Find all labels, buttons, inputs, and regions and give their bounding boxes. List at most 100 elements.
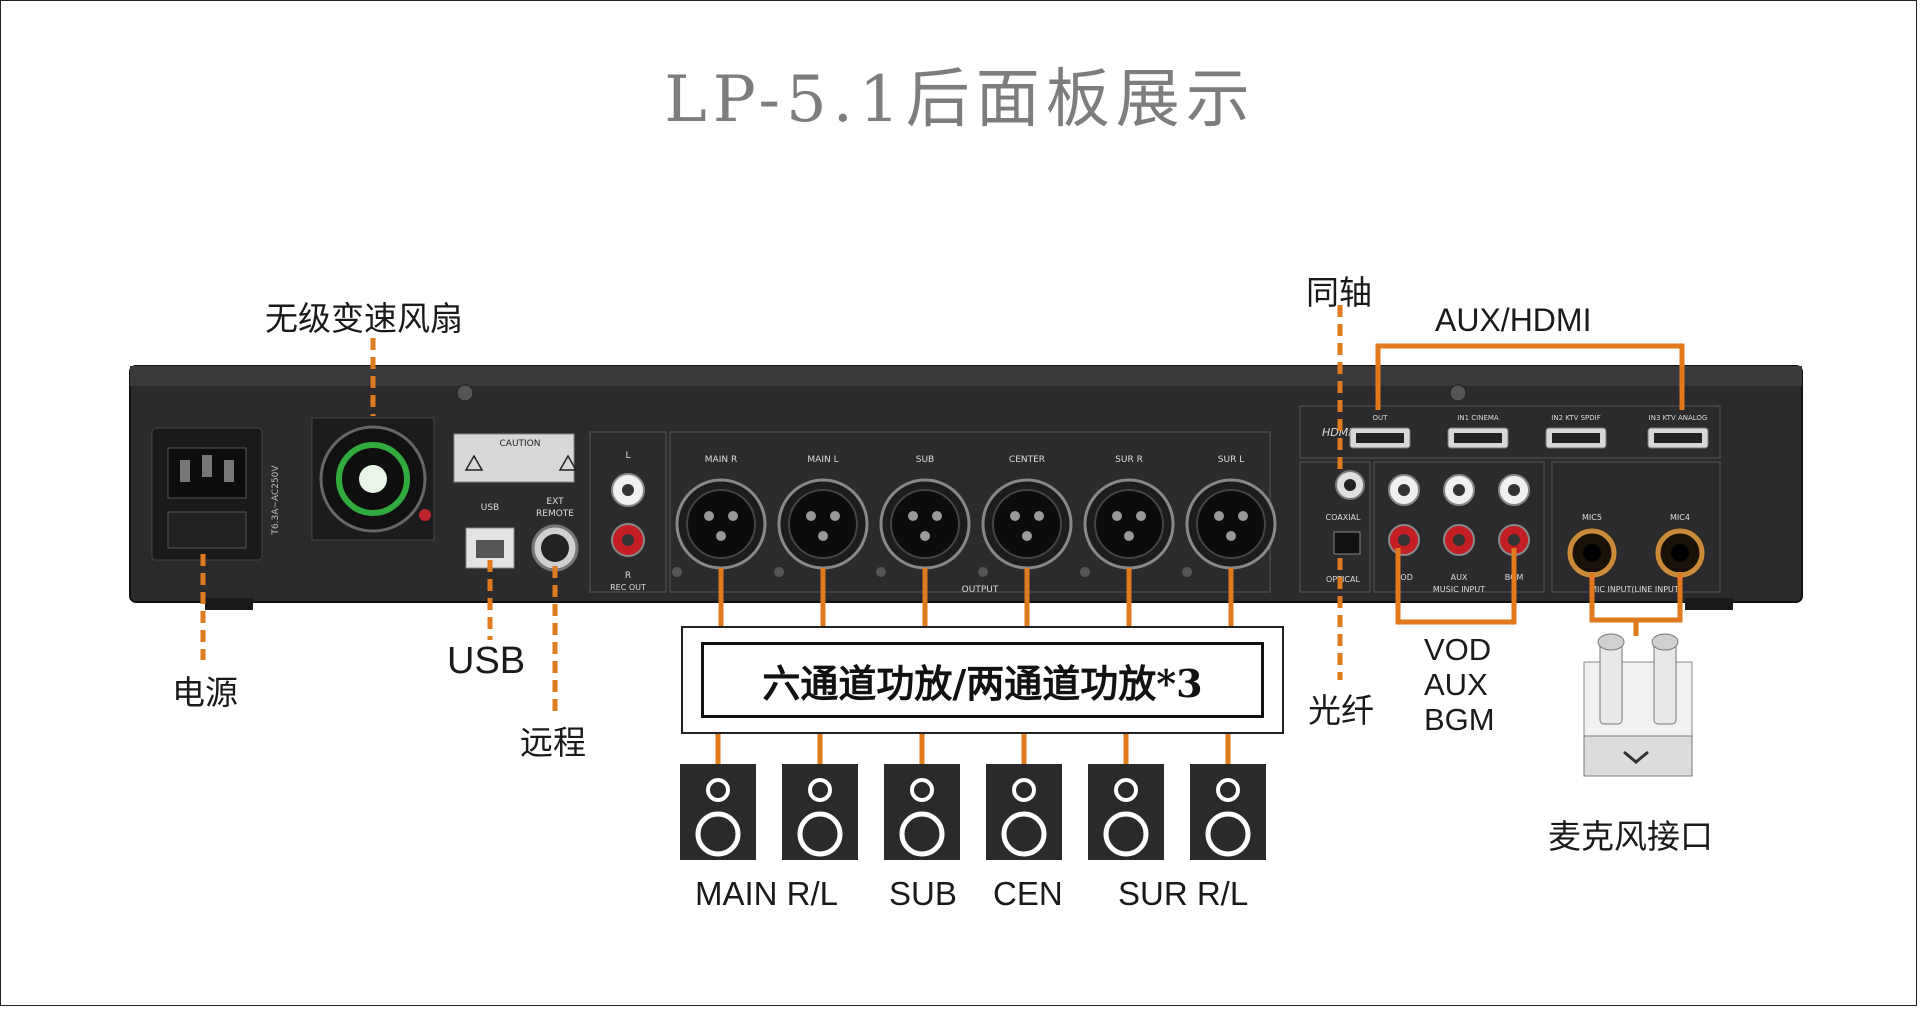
usb-label: USB xyxy=(447,640,526,682)
bgm-label: BGM xyxy=(1424,702,1495,737)
cen-label: CEN xyxy=(993,875,1063,912)
hdmi-port-slot xyxy=(1654,433,1702,443)
xlr-pin xyxy=(1034,511,1044,521)
rca-label: AUX xyxy=(1451,573,1468,582)
speaker-woofer xyxy=(1205,811,1251,857)
xlr-label: SUB xyxy=(916,455,934,465)
optical-port xyxy=(1333,531,1361,555)
xlr-pin xyxy=(818,531,828,541)
speaker-woofer xyxy=(797,811,843,857)
speaker-tweeter xyxy=(1114,778,1138,802)
svg-text:EXT: EXT xyxy=(546,497,564,507)
fan-led xyxy=(419,509,431,521)
svg-text:MIC4: MIC4 xyxy=(1670,513,1690,522)
screw-icon xyxy=(876,567,886,577)
amplifier-label: 六通道功放/两通道功放*3 xyxy=(701,642,1264,718)
svg-text:REMOTE: REMOTE xyxy=(536,509,574,519)
coaxial-label: 同轴 xyxy=(1306,273,1372,312)
hdmi-port-slot xyxy=(1356,433,1404,443)
rec-out-section xyxy=(589,431,667,593)
wireless-mic-icon xyxy=(1583,633,1693,777)
fuse-holder xyxy=(167,511,247,549)
speaker-tweeter xyxy=(1216,778,1240,802)
svg-text:OPTICAL: OPTICAL xyxy=(1326,575,1360,584)
hdmi-port-label: IN1 CINEMA xyxy=(1457,414,1499,422)
xlr-pin xyxy=(704,511,714,521)
xlr-inner xyxy=(992,489,1062,559)
rca-pin xyxy=(1453,534,1465,546)
svg-text:MIC INPUT(LINE INPUT): MIC INPUT(LINE INPUT) xyxy=(1590,585,1682,594)
rca-pin xyxy=(1398,484,1410,496)
xlr-pin xyxy=(1022,531,1032,541)
speakers xyxy=(680,764,1266,860)
page-title: LP-5.1后面板展示 xyxy=(664,63,1256,137)
music-input-section xyxy=(1373,461,1545,593)
screw-icon xyxy=(978,567,988,577)
output-leaders xyxy=(715,568,1234,764)
svg-text:USB: USB xyxy=(481,503,499,513)
speaker-woofer xyxy=(1001,811,1047,857)
hdmi-port-label: OUT xyxy=(1373,414,1389,422)
voltage-text: T6.3A~AC250V xyxy=(271,465,281,536)
svg-text:MUSIC INPUT: MUSIC INPUT xyxy=(1433,585,1485,594)
speaker-woofer xyxy=(1103,811,1149,857)
screw-icon xyxy=(672,567,682,577)
xlr-pin xyxy=(1136,511,1146,521)
caution-label xyxy=(453,433,575,483)
hdmi-port-slot xyxy=(1552,433,1600,443)
xlr-pin xyxy=(1214,511,1224,521)
rca-pin xyxy=(1398,534,1410,546)
vod-label: VOD xyxy=(1424,632,1492,667)
rca-pin xyxy=(1508,484,1520,496)
aux-hdmi-bracket xyxy=(1375,343,1685,410)
speaker-woofer xyxy=(695,811,741,857)
xlr-pin xyxy=(908,511,918,521)
power-label: 电源 xyxy=(172,673,238,712)
screw-icon xyxy=(1182,567,1192,577)
screw-icon xyxy=(774,567,784,577)
xlr-label: CENTER xyxy=(1009,455,1045,465)
rca-pin xyxy=(1453,484,1465,496)
aux-label: AUX xyxy=(1424,667,1488,702)
screw-icon xyxy=(1449,384,1467,402)
optical-label: 光纤 xyxy=(1308,691,1374,730)
svg-text:COAXIAL: COAXIAL xyxy=(1326,513,1362,522)
xlr-pin xyxy=(1226,531,1236,541)
xlr-pin xyxy=(1124,531,1134,541)
svg-text:REC OUT: REC OUT xyxy=(610,583,646,592)
remote-label: 远程 xyxy=(520,723,586,762)
rca-label: VOD xyxy=(1395,573,1413,582)
xlr-pin xyxy=(716,531,726,541)
speaker-tweeter xyxy=(706,778,730,802)
xlr-pin xyxy=(1112,511,1122,521)
mic-input-section xyxy=(1551,461,1721,593)
svg-text:HDMI: HDMI xyxy=(1322,426,1351,439)
svg-text:OUTPUT: OUTPUT xyxy=(962,585,999,595)
xlr-pin xyxy=(1010,511,1020,521)
speaker-woofer xyxy=(899,811,945,857)
screw-icon xyxy=(456,384,474,402)
svg-text:L: L xyxy=(625,451,630,461)
xlr-inner xyxy=(686,489,756,559)
svg-text:MIC5: MIC5 xyxy=(1582,513,1602,522)
amplifier-box: 六通道功放/两通道功放*3 xyxy=(681,626,1284,734)
xlr-pin xyxy=(830,511,840,521)
speaker-tweeter xyxy=(1012,778,1036,802)
xlr-inner xyxy=(890,489,960,559)
xlr-inner xyxy=(1094,489,1164,559)
device-foot-right xyxy=(1685,598,1733,610)
hdmi-port-label: IN2 KTV SPDIF xyxy=(1551,414,1600,422)
speaker-tweeter xyxy=(910,778,934,802)
device-top-edge xyxy=(130,366,1802,386)
screw-icon xyxy=(1080,567,1090,577)
sur-rl-label: SUR R/L xyxy=(1118,875,1249,912)
xlr-pin xyxy=(1238,511,1248,521)
xlr-label: MAIN L xyxy=(807,455,838,465)
xlr-pin xyxy=(806,511,816,521)
digital-in-section xyxy=(1299,461,1371,593)
